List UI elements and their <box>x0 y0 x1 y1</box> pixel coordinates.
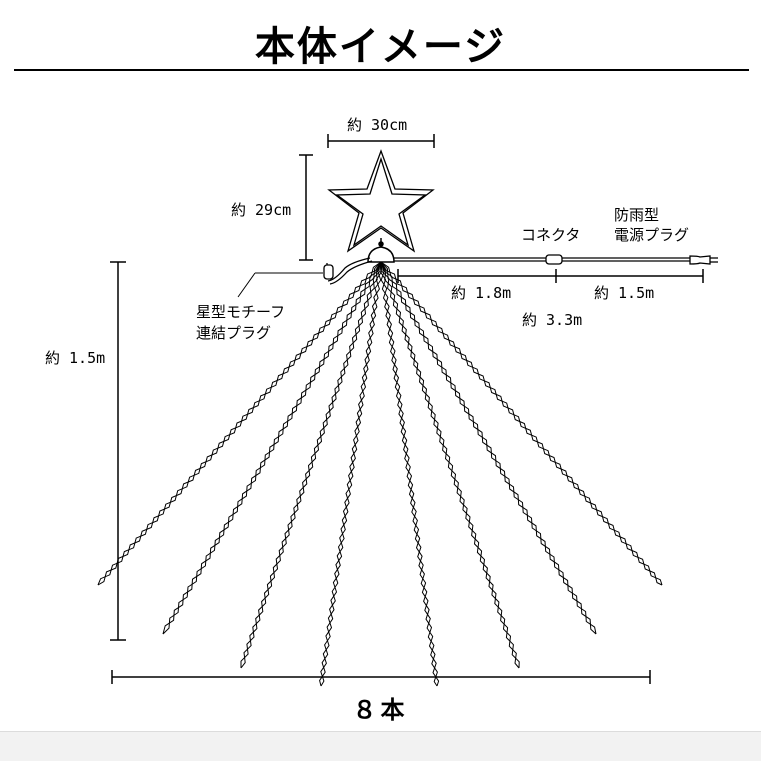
connector-label: コネクタ <box>521 226 581 244</box>
light-strand-7-b <box>380 261 597 635</box>
star-plug-label-line1: 星型モチーフ <box>196 303 286 321</box>
light-strand-6-a <box>380 261 520 669</box>
cable-dimensions <box>397 269 704 283</box>
strand-length-dimension <box>110 261 126 641</box>
bottom-band <box>0 731 761 761</box>
spread-dimension <box>111 670 651 684</box>
light-strand-6-b <box>380 261 520 669</box>
star-plug-label-line2: 連結プラグ <box>196 324 272 342</box>
star-width-dimension <box>327 134 435 148</box>
star-height-label: 約 29cm <box>231 201 292 219</box>
light-strand-5-b <box>379 261 438 687</box>
star-motif <box>327 149 435 253</box>
power-cable <box>394 254 718 265</box>
power-plug-label-line2: 電源プラグ <box>614 226 690 244</box>
light-strand-5-a <box>380 261 440 687</box>
light-strand-8-a <box>380 261 663 586</box>
star-plug-leader <box>237 272 323 298</box>
star-height-dimension <box>299 154 313 261</box>
light-strand-7-a <box>380 261 597 635</box>
light-strand-3-b <box>240 261 382 668</box>
cable-total-label: 約 3.3m <box>522 311 583 329</box>
controller-hub <box>367 238 395 263</box>
star-width-label: 約 30cm <box>347 116 408 134</box>
title-divider <box>14 69 749 71</box>
light-strand-3-a <box>240 261 382 669</box>
light-strand-2-b <box>162 261 382 635</box>
strand-count-label: ８本 <box>352 696 409 724</box>
cable-to-connector-label: 約 1.8m <box>451 284 512 302</box>
star-plug-cable <box>323 257 373 285</box>
light-strand-1-a <box>97 261 382 586</box>
strand-length-label: 約 1.5m <box>45 349 106 367</box>
power-plug-label-line1: 防雨型 <box>614 206 660 224</box>
light-strand-4-b <box>319 261 382 687</box>
light-strand-8-b <box>380 261 663 586</box>
light-strand-1-b <box>97 261 382 586</box>
light-strand-2-a <box>162 261 382 635</box>
connector-to-plug-label: 約 1.5m <box>594 284 655 302</box>
page-title: 本体イメージ <box>254 24 507 70</box>
light-strands <box>97 261 663 687</box>
light-strand-4-a <box>320 261 383 687</box>
